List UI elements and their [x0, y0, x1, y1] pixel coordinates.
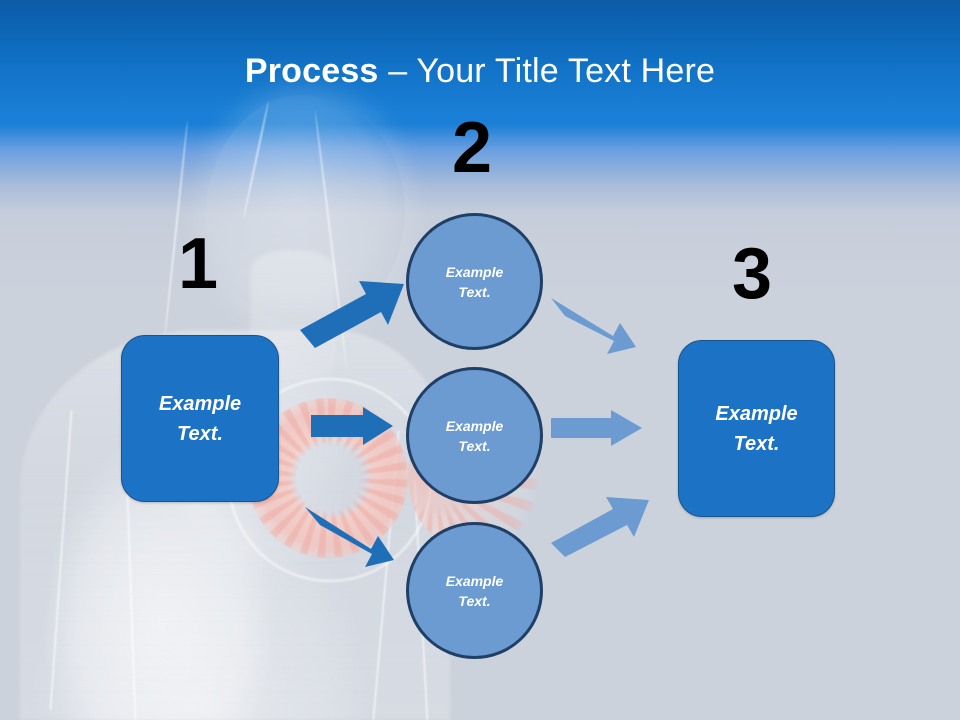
process-circle-3-line2: Text.: [458, 592, 491, 609]
process-circle-1[interactable]: Example Text.: [406, 213, 543, 350]
process-box-3[interactable]: Example Text.: [678, 340, 835, 517]
arrow-circle3-to-box3: [551, 495, 655, 557]
process-circle-3-text: Example Text.: [446, 571, 504, 611]
arrow-box1-to-circle1: [300, 278, 410, 348]
process-circle-1-line1: Example: [445, 263, 504, 280]
process-circle-1-line2: Text.: [458, 283, 491, 300]
process-circle-2-text: Example Text.: [446, 416, 504, 456]
process-box-3-line2: Text.: [733, 432, 780, 455]
process-circle-3-line1: Example: [445, 572, 504, 589]
process-circle-2-line1: Example: [445, 417, 504, 434]
process-box-3-line1: Example: [715, 402, 798, 425]
process-circle-2[interactable]: Example Text.: [406, 367, 543, 504]
arrow-box1-to-circle2: [311, 407, 393, 453]
process-circle-3[interactable]: Example Text.: [406, 522, 543, 659]
process-circle-2-line2: Text.: [458, 437, 491, 454]
process-box-1[interactable]: Example Text.: [121, 335, 279, 502]
arrow-circle2-to-box3: [551, 410, 642, 454]
process-box-1-text: Example Text.: [159, 389, 241, 449]
step-number-3: 3: [731, 234, 773, 314]
step-number-1: 1: [177, 224, 219, 304]
process-circle-1-text: Example Text.: [446, 262, 504, 302]
arrow-box1-to-circle3: [305, 497, 415, 569]
slide-title-strong: Process: [244, 52, 379, 90]
arrow-circle1-to-box3: [551, 288, 655, 354]
process-box-1-line2: Text.: [177, 422, 223, 445]
process-box-1-line1: Example: [158, 392, 242, 415]
process-box-3-text: Example Text.: [715, 399, 797, 459]
slide-title: Process – Your Title Text Here: [0, 50, 960, 92]
slide-title-rest: – Your Title Text Here: [378, 52, 716, 90]
step-number-2: 2: [451, 108, 493, 188]
